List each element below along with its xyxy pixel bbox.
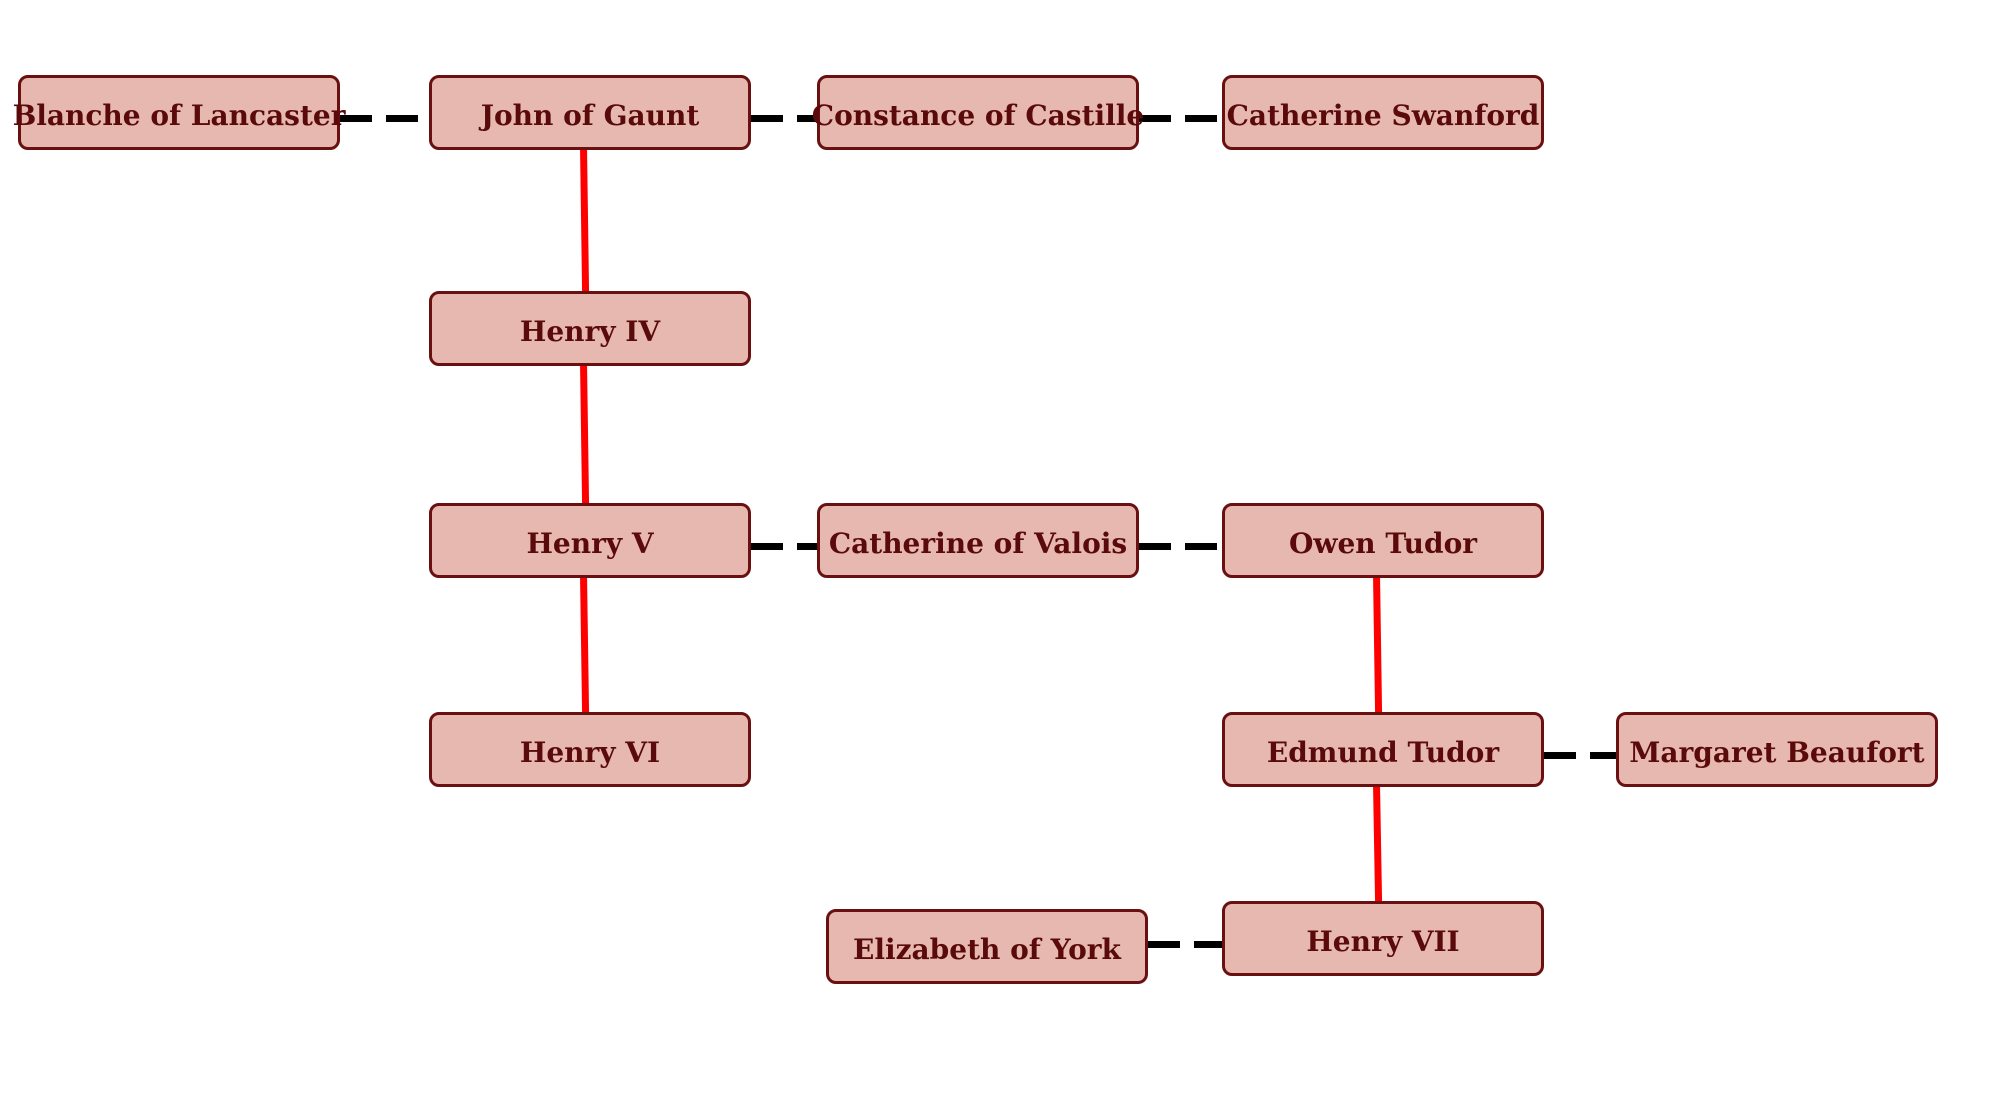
- person-edmund-tudor[interactable]: Edmund Tudor: [1222, 712, 1544, 787]
- person-name: Elizabeth of York: [853, 933, 1121, 966]
- person-elizabeth-of-york[interactable]: Elizabeth of York: [826, 909, 1148, 984]
- person-henry-vi[interactable]: Henry VI: [429, 712, 751, 787]
- person-henry-vii[interactable]: Henry VII: [1222, 901, 1544, 976]
- person-name: Constance of Castille: [811, 99, 1145, 132]
- person-name: Blanche of Lancaster: [12, 99, 346, 132]
- person-name: John of Gaunt: [480, 99, 700, 132]
- person-catherine-swanford[interactable]: Catherine Swanford: [1222, 75, 1544, 150]
- person-blanche-of-lancaster[interactable]: Blanche of Lancaster: [13, 75, 345, 150]
- person-john-of-gaunt[interactable]: John of Gaunt: [429, 75, 751, 150]
- person-name: Edmund Tudor: [1266, 736, 1500, 769]
- person-catherine-of-valois[interactable]: Catherine of Valois: [817, 503, 1139, 578]
- person-name: Catherine of Valois: [828, 527, 1128, 560]
- person-name: Henry V: [526, 527, 654, 560]
- person-name: Henry VI: [519, 736, 661, 769]
- person-constance-of-castille[interactable]: Constance of Castille: [812, 75, 1144, 150]
- person-owen-tudor[interactable]: Owen Tudor: [1222, 503, 1544, 578]
- descent-line: [1373, 577, 1383, 713]
- person-name: Catherine Swanford: [1226, 99, 1540, 132]
- person-name: Margaret Beaufort: [1629, 736, 1925, 769]
- person-name: Henry IV: [519, 315, 661, 348]
- person-henry-v[interactable]: Henry V: [429, 503, 751, 578]
- descent-line: [1373, 786, 1383, 902]
- descent-line: [580, 365, 590, 504]
- descent-line: [580, 577, 590, 713]
- person-name: Owen Tudor: [1288, 527, 1478, 560]
- person-name: Henry VII: [1306, 925, 1460, 958]
- person-henry-iv[interactable]: Henry IV: [429, 291, 751, 366]
- descent-line: [580, 149, 590, 292]
- person-margaret-beaufort[interactable]: Margaret Beaufort: [1616, 712, 1938, 787]
